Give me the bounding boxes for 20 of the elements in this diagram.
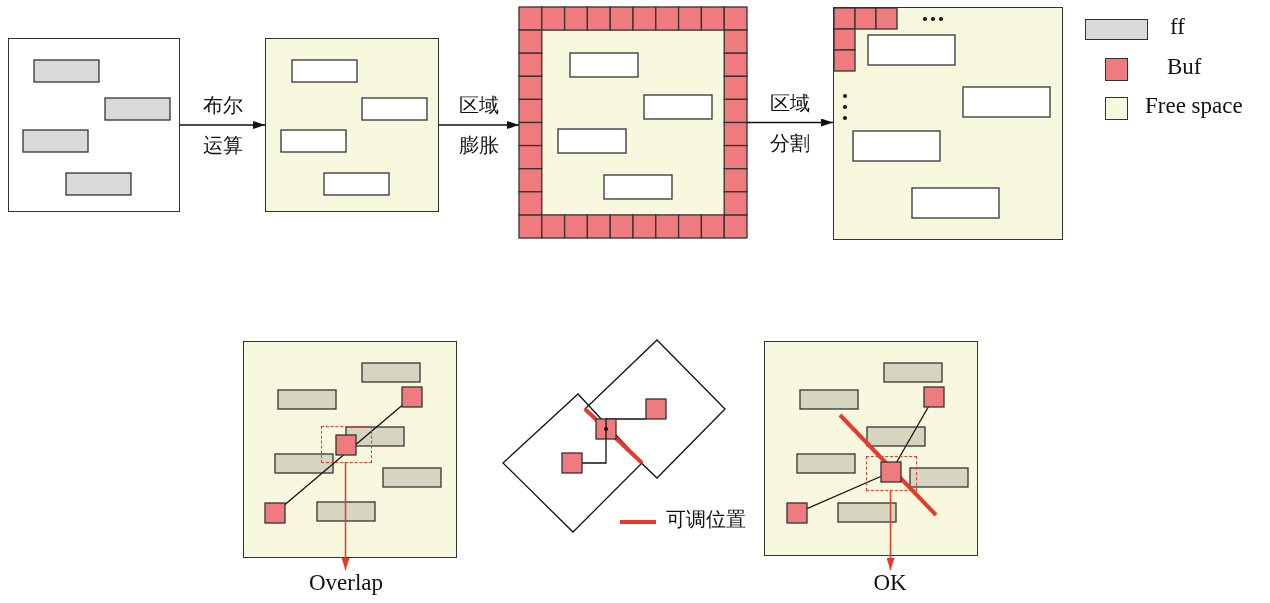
free-space-panel bbox=[265, 38, 439, 212]
legend-label: ff bbox=[1170, 14, 1185, 40]
dashed-highlight-box bbox=[866, 456, 917, 491]
legend-label: Free space bbox=[1145, 93, 1243, 119]
placement-panel bbox=[8, 38, 180, 212]
result-label: Overlap bbox=[296, 570, 396, 602]
placement-panel bbox=[243, 341, 457, 558]
arrow bbox=[746, 118, 834, 127]
dashed-highlight-box bbox=[321, 426, 372, 463]
placement-panel bbox=[764, 341, 978, 556]
arrow bbox=[438, 121, 520, 129]
edge-label: 布尔运算 bbox=[201, 92, 244, 159]
edge-label: 区域分割 bbox=[769, 89, 811, 157]
result-label: OK bbox=[858, 570, 922, 602]
legend-label: Buf bbox=[1167, 54, 1202, 80]
edge-label: 区域膨胀 bbox=[458, 92, 500, 159]
legend-label: 可调位置 bbox=[666, 506, 746, 533]
arrow bbox=[179, 121, 266, 129]
arrow bbox=[341, 461, 350, 571]
arrow bbox=[886, 489, 895, 571]
